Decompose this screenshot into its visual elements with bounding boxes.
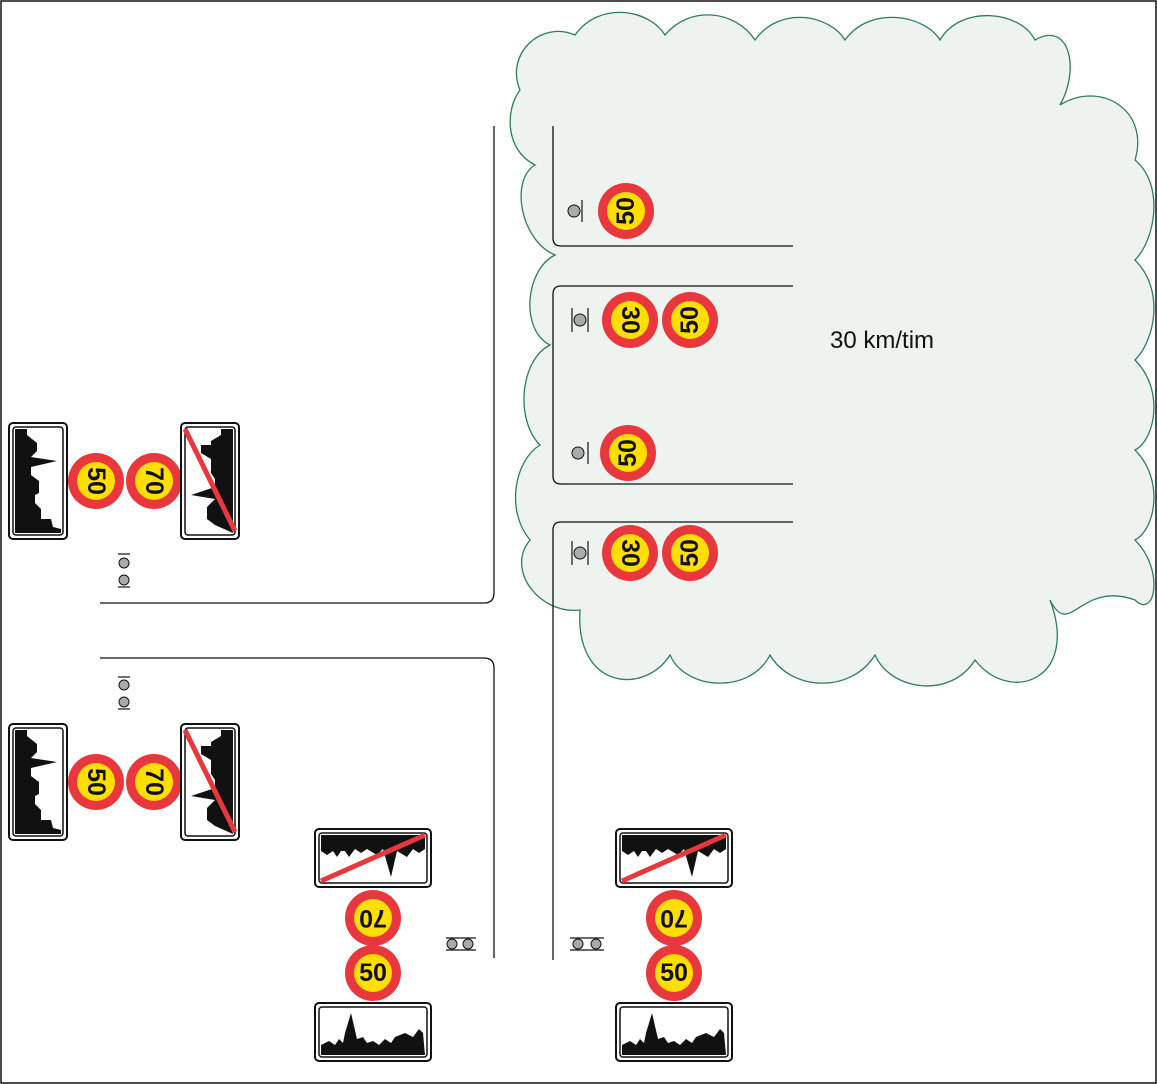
speed-limit-50-sign: 50 bbox=[68, 453, 124, 509]
end-built-up-area-sign bbox=[616, 829, 732, 887]
built-up-area-sign bbox=[8, 723, 68, 841]
svg-text:50: 50 bbox=[82, 467, 110, 495]
svg-text:50: 50 bbox=[612, 197, 640, 225]
end-built-up-area-sign bbox=[315, 829, 431, 887]
zone-sign-post-3 bbox=[571, 442, 589, 464]
svg-text:70: 70 bbox=[140, 768, 168, 796]
speed-limit-50-sign: 50 bbox=[646, 945, 702, 1001]
svg-text:70: 70 bbox=[359, 904, 387, 932]
sign-post-icon bbox=[118, 553, 130, 588]
speed-limit-50-sign: 50 bbox=[598, 183, 654, 239]
speed-limit-70-sign: 70 bbox=[126, 453, 182, 509]
built-up-area-sign bbox=[8, 422, 68, 540]
sign-post-icon bbox=[570, 937, 604, 951]
svg-text:50: 50 bbox=[359, 959, 387, 987]
speed-limit-70-sign: 70 bbox=[345, 890, 401, 946]
zone-label: 30 km/tim bbox=[830, 327, 934, 354]
svg-text:50: 50 bbox=[660, 959, 688, 987]
svg-text:30: 30 bbox=[616, 306, 644, 334]
zone-sign-post-2 bbox=[571, 308, 589, 332]
built-up-area-sign bbox=[314, 1002, 432, 1062]
svg-text:50: 50 bbox=[614, 439, 642, 467]
speed-limit-70-sign: 70 bbox=[126, 754, 182, 810]
svg-text:30: 30 bbox=[616, 539, 644, 567]
svg-text:50: 50 bbox=[676, 306, 704, 334]
speed-limit-50-sign: 50 bbox=[345, 945, 401, 1001]
svg-text:70: 70 bbox=[660, 904, 688, 932]
built-up-area-sign bbox=[615, 1002, 733, 1062]
speed-limit-70-sign: 70 bbox=[646, 890, 702, 946]
roads bbox=[100, 126, 793, 960]
speed-limit-50-sign: 50 bbox=[662, 525, 718, 581]
speed-zone-cloud bbox=[509, 11, 1155, 687]
speed-limit-50-sign: 50 bbox=[600, 425, 656, 481]
speed-limit-30-sign: 30 bbox=[602, 292, 658, 348]
sign-post-icon bbox=[446, 937, 476, 951]
svg-text:70: 70 bbox=[140, 467, 168, 495]
zone-sign-post-4 bbox=[571, 541, 589, 565]
svg-text:50: 50 bbox=[676, 539, 704, 567]
speed-limit-50-sign: 50 bbox=[662, 292, 718, 348]
speed-limit-50-sign: 50 bbox=[68, 754, 124, 810]
svg-text:50: 50 bbox=[82, 768, 110, 796]
end-built-up-area-sign bbox=[181, 423, 239, 539]
zone-sign-post-1 bbox=[567, 200, 583, 222]
speed-limit-30-sign: 30 bbox=[602, 525, 658, 581]
end-built-up-area-sign bbox=[181, 724, 239, 840]
sign-post-icon bbox=[118, 676, 130, 710]
